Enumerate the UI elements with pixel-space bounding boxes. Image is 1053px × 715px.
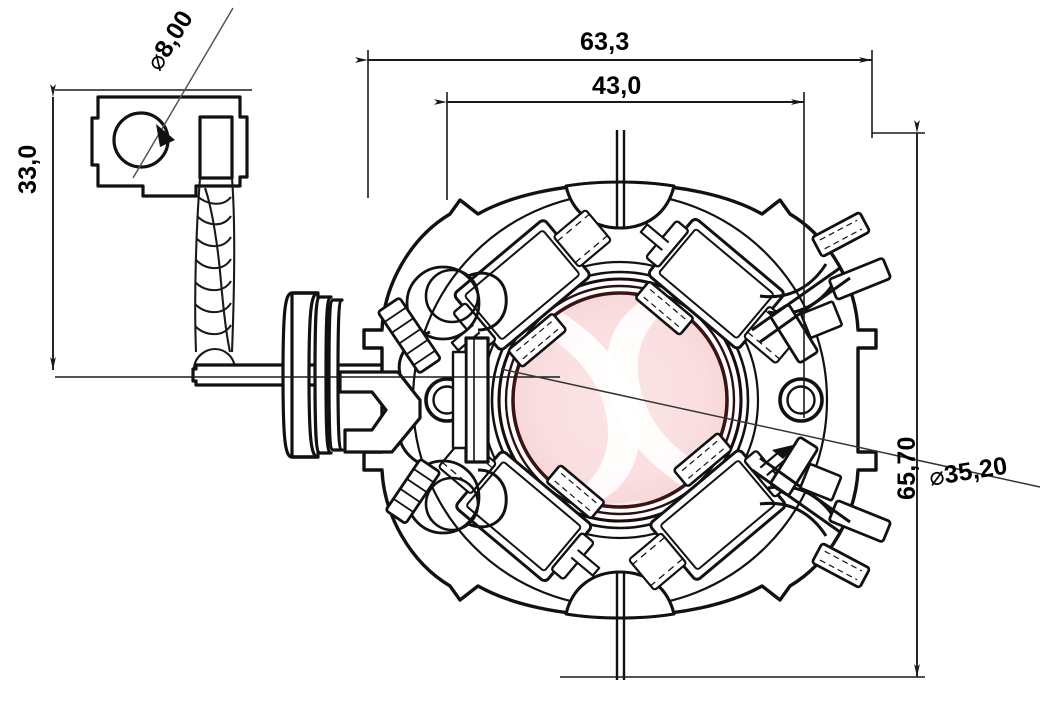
brush-contact-tabs <box>507 280 733 520</box>
dimension-label-width-overall: 63,3 <box>580 28 630 56</box>
mounting-hole-right <box>778 377 824 423</box>
dimension-label-width-inner: 43,0 <box>592 72 642 100</box>
terminal-blades-right <box>769 211 892 589</box>
support-struts-right <box>751 266 851 534</box>
rim-tabs <box>799 300 843 502</box>
brush-assembly-bottom-left <box>438 436 601 583</box>
brush-springs-left <box>397 265 508 535</box>
brush-pigtail-lead <box>192 177 237 369</box>
extension-lines <box>55 50 925 678</box>
terminal-bar-left <box>451 336 490 464</box>
dimension-label-height-brush: 33,0 <box>14 144 42 194</box>
spring-coil-tail-lower <box>385 458 441 524</box>
dimension-label-height-overall: 65,70 <box>893 436 921 500</box>
central-bore <box>490 270 750 530</box>
mounting-lug-left <box>338 370 422 454</box>
leader-line-dia8 <box>132 7 234 179</box>
brush-holder-plate <box>338 130 892 680</box>
spring-coil-tail-upper <box>377 297 442 374</box>
leader-line-dia35 <box>500 368 1041 488</box>
